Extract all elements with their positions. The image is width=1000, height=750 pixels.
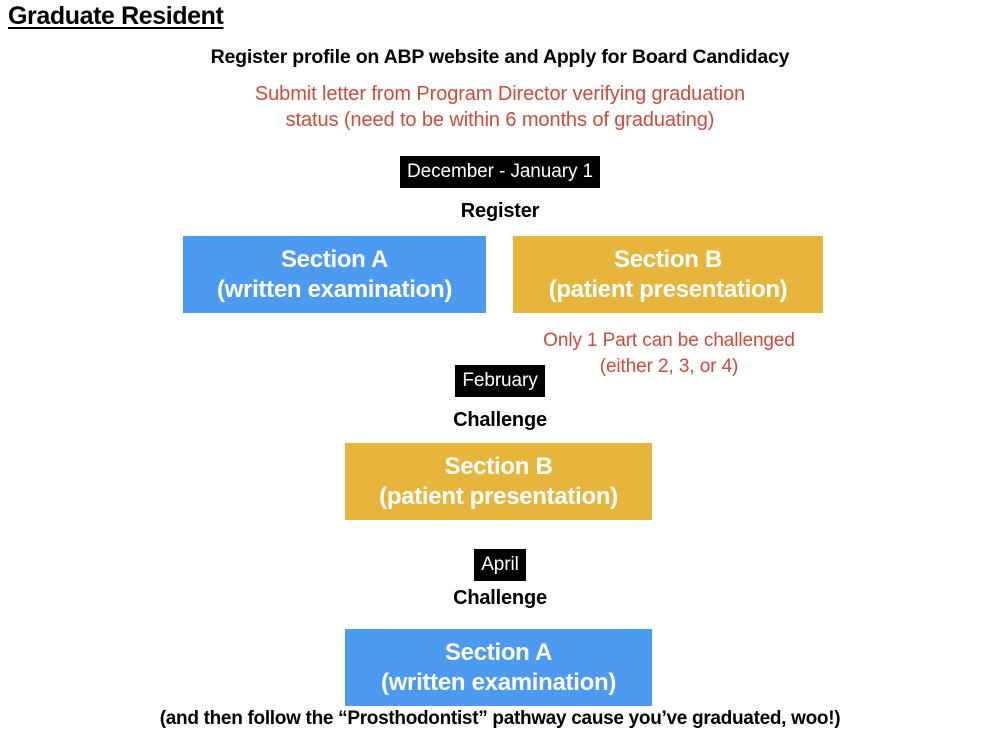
section-box-a-written-april[interactable]: Section A (written examination): [345, 629, 652, 706]
action-label-challenge-april: Challenge: [453, 587, 547, 609]
date-badge-february: February: [455, 365, 545, 397]
action-label-register: Register: [460, 200, 540, 222]
intro-note-line-2: status (need to be within 6 months of gr…: [285, 109, 715, 131]
section-box-title: Section B: [444, 452, 553, 480]
date-badge-april: April: [474, 549, 526, 581]
section-box-subtitle: (patient presentation): [548, 275, 788, 303]
action-label-challenge-february: Challenge: [453, 409, 547, 431]
challenge-note-line-2: (either 2, 3, or 4): [599, 356, 739, 377]
page-title: Graduate Resident: [8, 2, 224, 30]
date-badge-row-register: December - January 1: [0, 156, 1000, 188]
date-badge-december-january: December - January 1: [400, 156, 600, 188]
challenge-note-line-1: Only 1 Part can be challenged: [543, 330, 795, 351]
intro-heading: Register profile on ABP website and Appl…: [210, 46, 790, 68]
section-box-subtitle: (written examination): [216, 275, 453, 303]
date-badge-row-february: February: [0, 365, 1000, 397]
section-box-title: Section A: [444, 638, 553, 666]
section-box-subtitle: (patient presentation): [379, 482, 618, 510]
section-box-subtitle: (written examination): [380, 668, 617, 696]
intro-note-line-1: Submit letter from Program Director veri…: [254, 83, 746, 105]
footer-note: (and then follow the “Prosthodontist” pa…: [159, 708, 841, 729]
section-box-b-patient-february[interactable]: Section B (patient presentation): [345, 443, 652, 520]
date-badge-row-april: April: [0, 549, 1000, 581]
section-box-title: Section A: [280, 245, 389, 273]
section-box-title: Section B: [614, 245, 722, 273]
section-box-b-patient-register[interactable]: Section B (patient presentation): [513, 236, 823, 313]
section-box-a-written-register[interactable]: Section A (written examination): [183, 236, 486, 313]
